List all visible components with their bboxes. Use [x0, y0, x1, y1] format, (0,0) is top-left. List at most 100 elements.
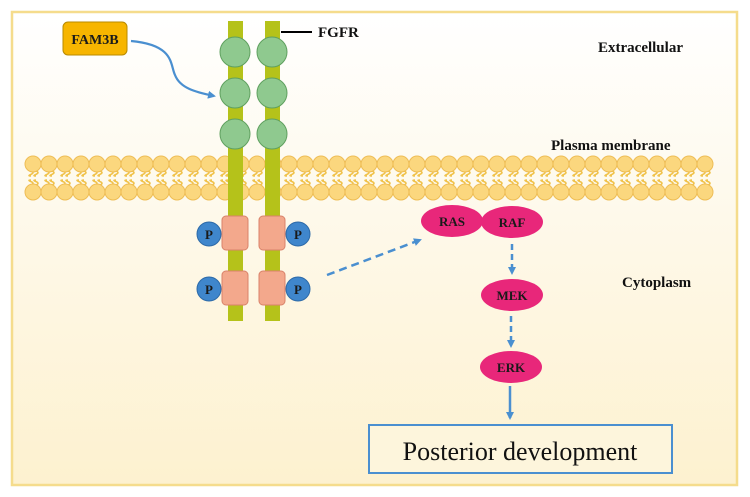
lipid-head: [696, 155, 714, 173]
lipid-head: [344, 183, 362, 201]
lipid-head: [248, 183, 266, 201]
lipid-head: [616, 183, 634, 201]
lipid-head: [88, 155, 106, 173]
lipid-head: [440, 155, 458, 173]
lipid-head: [56, 155, 74, 173]
lipid-head: [472, 183, 490, 201]
ig-domains: [219, 36, 288, 150]
lipid-head: [296, 183, 314, 201]
cell-frame: [10, 10, 739, 487]
lipid-head: [168, 183, 186, 201]
phosphate-label: P: [205, 227, 213, 242]
ig-domain: [256, 118, 288, 150]
lipid-head: [376, 155, 394, 173]
phosphate-circle: [196, 276, 222, 302]
lipid-head: [184, 183, 202, 201]
raf-node: [481, 206, 543, 238]
lipid-head: [600, 183, 618, 201]
mek-label: MEK: [496, 288, 528, 303]
lipid-head: [280, 183, 298, 201]
lipid-head: [392, 155, 410, 173]
lipid-bilayer: [24, 155, 714, 201]
lipid-head: [72, 183, 90, 201]
lipid-head: [568, 155, 586, 173]
lipid-head: [552, 155, 570, 173]
kinase-domains: [221, 215, 286, 306]
kinase-domain: [258, 215, 286, 251]
lipid-head: [296, 155, 314, 173]
phosphate-circle: [196, 221, 222, 247]
lipid-head: [408, 183, 426, 201]
lipid-head: [504, 155, 522, 173]
lipid-head: [600, 155, 618, 173]
ras-label: RAS: [439, 214, 465, 229]
lipid-head: [440, 183, 458, 201]
lipid-head: [152, 183, 170, 201]
phosphate-label: P: [205, 282, 213, 297]
ras-node: [421, 205, 483, 237]
lipid-head: [488, 183, 506, 201]
lipid-head: [376, 183, 394, 201]
lipid-head: [104, 155, 122, 173]
lipid-head: [184, 155, 202, 173]
lipid-head: [120, 155, 138, 173]
lipid-head: [168, 155, 186, 173]
raf-label: RAF: [499, 215, 526, 230]
cytoplasm-label: Cytoplasm: [622, 275, 692, 291]
activation-arrow: [326, 238, 422, 277]
lipid-head: [664, 183, 682, 201]
kinase-domain: [221, 215, 249, 251]
lipid-head: [552, 183, 570, 201]
lipid-head: [312, 183, 330, 201]
lipid-head: [360, 155, 378, 173]
lipid-head: [520, 183, 538, 201]
ig-domain: [219, 118, 251, 150]
ligand-binding-arrow: [130, 39, 216, 99]
plasma-membrane-label: Plasma membrane: [551, 138, 671, 154]
lipid-head: [632, 155, 650, 173]
phosphate-groups: P P P P: [196, 221, 311, 302]
ig-domain: [219, 36, 251, 68]
lipid-head: [536, 155, 554, 173]
lipid-head: [664, 155, 682, 173]
lipid-head: [520, 155, 538, 173]
lipid-head: [200, 183, 218, 201]
extracellular-label: Extracellular: [598, 40, 683, 56]
lipid-head: [136, 155, 154, 173]
lipid-head: [200, 155, 218, 173]
outcome-label: Posterior development: [403, 437, 638, 466]
kinase-domain: [221, 270, 249, 306]
fgfr-label: FGFR: [318, 25, 359, 41]
lipid-head: [88, 183, 106, 201]
lipid-head: [584, 183, 602, 201]
lipid-head: [360, 183, 378, 201]
erk-node: [480, 351, 542, 383]
fam3b-box: [62, 21, 128, 56]
fam3b-label: FAM3B: [71, 33, 118, 48]
lipid-head: [312, 155, 330, 173]
lipid-head: [152, 155, 170, 173]
erk-label: ERK: [497, 360, 526, 375]
lipid-head: [328, 183, 346, 201]
lipid-head: [56, 183, 74, 201]
lipid-head: [24, 183, 42, 201]
mek-node: [481, 279, 543, 311]
lipid-head: [456, 155, 474, 173]
lipid-head: [24, 155, 42, 173]
lipid-head: [632, 183, 650, 201]
ig-domain: [256, 77, 288, 109]
lipid-head: [680, 183, 698, 201]
lipid-head: [344, 155, 362, 173]
ig-domain: [219, 77, 251, 109]
lipid-head: [392, 183, 410, 201]
lipid-head: [536, 183, 554, 201]
lipid-head: [120, 183, 138, 201]
lipid-head: [424, 155, 442, 173]
lipid-head: [456, 183, 474, 201]
phosphate-circle: [285, 221, 311, 247]
phosphate-label: P: [294, 282, 302, 297]
lipid-head: [648, 155, 666, 173]
lipid-head: [568, 183, 586, 201]
lipid-head: [696, 183, 714, 201]
lipid-head: [584, 155, 602, 173]
